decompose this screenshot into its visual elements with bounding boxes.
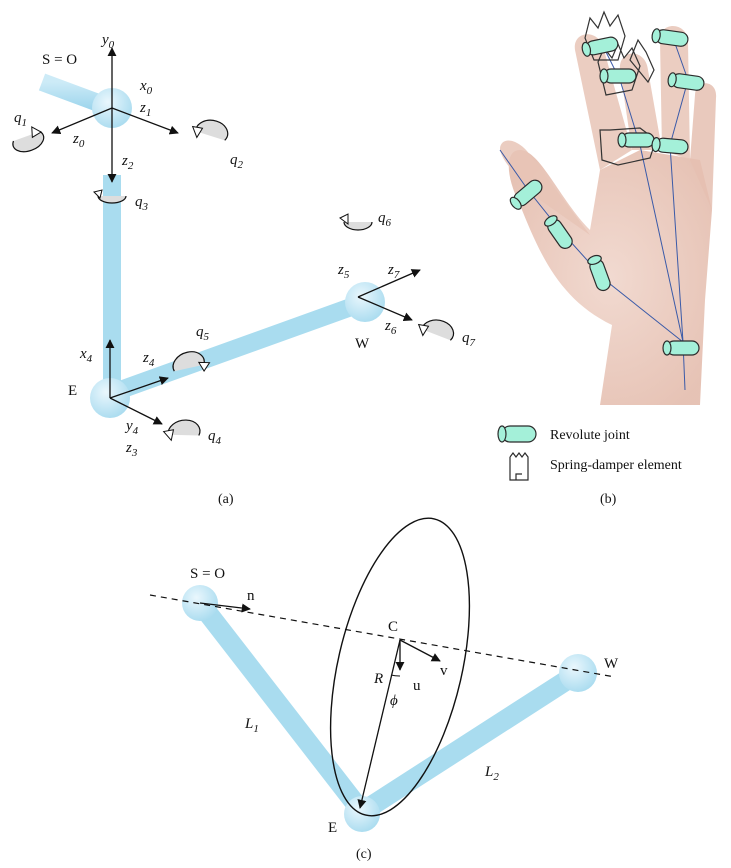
- z5-label: z5: [337, 262, 350, 281]
- q4-label: q4: [208, 428, 222, 447]
- rotation-q6-icon: [339, 213, 373, 231]
- c-S-label: S = O: [190, 566, 225, 582]
- q2-label: q2: [230, 152, 244, 171]
- caption-b: (b): [600, 492, 617, 507]
- n-label: n: [247, 588, 255, 604]
- legend-spring: Spring-damper element: [509, 452, 682, 481]
- y4-label: y4: [124, 418, 139, 437]
- q7-label: q7: [462, 330, 476, 349]
- rotation-q4-icon: [162, 419, 201, 442]
- panel-c: S = O n C v u R ϕ W E L1 L2 (c): [149, 517, 619, 862]
- z7-label: z7: [387, 262, 400, 281]
- q6-label: q6: [378, 210, 392, 229]
- z7-axis-arrow: [357, 269, 421, 298]
- y4-axis-arrow: [109, 397, 163, 425]
- z4-axis-arrow: [109, 376, 169, 399]
- hand-image: [499, 10, 717, 405]
- spring-damper-elements: [584, 10, 657, 166]
- q1-label: q1: [14, 110, 27, 129]
- legend-spring-label: Spring-damper element: [550, 458, 682, 473]
- panel-b: Revolute joint Spring-damper element (b): [497, 10, 717, 507]
- x4-label: x4: [79, 346, 93, 365]
- a-W-label: W: [355, 336, 370, 352]
- y0-label: y0: [100, 32, 115, 51]
- wrist-joint-c: [559, 654, 597, 692]
- R-vector: [357, 639, 401, 809]
- u-label: u: [413, 678, 421, 694]
- legend-revolute: Revolute joint: [497, 425, 630, 443]
- z0-axis-arrow: [51, 107, 113, 135]
- middle-chain: [669, 34, 689, 343]
- caption-c: (c): [356, 847, 372, 862]
- v-label: v: [440, 663, 448, 679]
- c-E-label: E: [328, 820, 337, 836]
- v-vector: [399, 639, 441, 662]
- rotation-q2-icon: [191, 119, 229, 141]
- forearm-limb: [103, 293, 374, 402]
- z2-label: z2: [121, 153, 134, 172]
- rotation-q5-icon: [172, 351, 211, 372]
- spring-damper-icon: [509, 452, 529, 481]
- panel-a: S = O W E y0 x0 z1 z0 z2 x4 z4 y4 z3 z5 …: [12, 32, 476, 507]
- z4-label: z4: [142, 350, 155, 369]
- z0-label: z0: [72, 131, 85, 150]
- z1-axis-arrow: [111, 107, 179, 135]
- legend-revolute-label: Revolute joint: [550, 428, 630, 443]
- rotation-q7-icon: [417, 319, 455, 341]
- rotation-q1-icon: [12, 126, 45, 153]
- c-W-label: W: [604, 656, 619, 672]
- z6-axis-arrow: [357, 296, 413, 321]
- rotation-q3-icon: [93, 189, 127, 204]
- z6-label: z6: [384, 318, 397, 337]
- x0-label: x0: [139, 78, 153, 97]
- revolute-joints: [509, 28, 705, 356]
- a-S-label: S = O: [42, 52, 77, 68]
- z1-label: z1: [139, 100, 151, 119]
- forearm-limb-c: [352, 663, 588, 822]
- elbow-circle: [329, 517, 471, 817]
- L1-label: L1: [244, 716, 259, 735]
- shoulder-wrist-axis: [149, 594, 616, 678]
- upper-arm-limb-c: [190, 593, 372, 822]
- C-label: C: [388, 619, 398, 635]
- z3-label: z3: [125, 440, 138, 459]
- caption-a: (a): [218, 492, 234, 507]
- L2-label: L2: [484, 764, 499, 783]
- n-vector: [199, 602, 251, 613]
- wrist-joint: [345, 282, 385, 322]
- q3-label: q3: [135, 194, 149, 213]
- phi-arc: [390, 674, 401, 677]
- phi-label: ϕ: [390, 693, 398, 709]
- q5-label: q5: [196, 324, 210, 343]
- revolute-joint-icon: [497, 425, 537, 443]
- a-E-label: E: [68, 383, 77, 399]
- R-label: R: [373, 671, 383, 687]
